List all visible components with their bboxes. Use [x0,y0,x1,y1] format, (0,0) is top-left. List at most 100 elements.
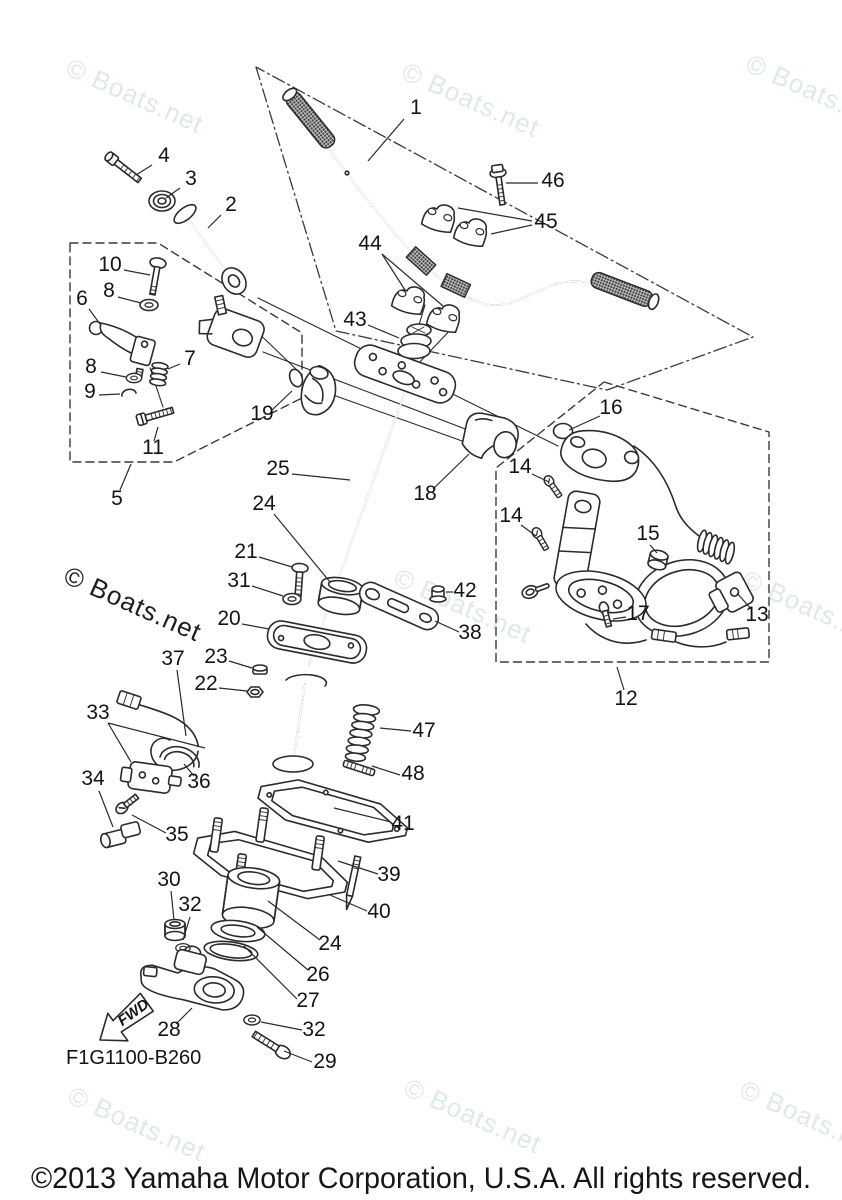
part-number-label: 24 [318,932,342,955]
tube-2-end [221,267,247,295]
part-number-label: 42 [453,579,476,602]
leader-line [379,727,412,732]
washer-32b [243,1014,261,1026]
steering-column [272,163,507,773]
diagram-art: FWD [69,66,770,1060]
part-number-label: 20 [217,607,240,630]
bolt-35 [115,793,140,815]
plate-20 [266,620,368,664]
leader-line [135,164,153,176]
part-number-label: 2 [225,193,237,216]
part-number-label: 38 [458,621,481,644]
leader-line [107,722,132,763]
leader-line [107,722,206,749]
switch-assembly [521,422,754,648]
leader-line [329,894,368,912]
washer-31 [282,592,302,606]
cap-16 [552,422,574,440]
handle-clamp-45a [419,198,460,236]
leader-line [568,415,601,431]
part-number-label: 3 [185,167,197,190]
leader-lines [88,118,752,1063]
leader-line [381,253,406,291]
leader-line [241,623,270,630]
column-hardware [246,562,447,777]
leader-line [371,765,401,776]
bolt-21 [291,562,309,597]
leader-line [182,916,191,941]
wire-a [585,623,647,644]
ring-24-upper [317,576,364,616]
part-number-label: 43 [343,308,366,331]
leader-line [170,890,175,921]
part-number-label: 45 [534,210,557,233]
nut-22 [246,686,264,698]
part-number-label: 36 [187,770,210,793]
leader-line [258,556,293,568]
part-number-label: 17 [626,602,649,625]
screw-14b [529,525,552,553]
diagram-code: F1G1100-B260 [66,1047,201,1069]
leader-line [367,324,400,339]
part-number-label: 22 [194,672,217,695]
clamp-28-upper [173,945,207,976]
part-number-label: 34 [81,767,105,790]
spring-7 [148,361,169,387]
part-number-label: 40 [367,900,390,923]
handlebar [282,87,660,311]
lanyard-cord [633,445,700,537]
part-number-label: 18 [413,482,436,505]
bar-hole [344,170,350,176]
fwd-arrow: FWD [99,992,155,1042]
leader-line [432,453,470,490]
stud [311,835,326,871]
detail-box-12 [495,381,770,663]
leader-line [119,463,132,491]
nut-42 [429,585,447,603]
bracket-18 [461,412,519,459]
part-number-label: 28 [157,1018,180,1041]
leader-line [207,214,222,229]
connector-a [650,628,678,643]
leader-line [520,524,537,537]
eyelet [521,583,550,600]
center-knurl-a [405,246,437,276]
leader-line [337,860,379,875]
switch-base [555,570,647,622]
part-number-label: 8 [85,355,97,378]
part-number-label: 32 [302,1018,325,1041]
bracket-38 [358,581,440,631]
switch-block-33 [119,761,182,794]
lanyard-coil [696,529,736,565]
leader-line [271,390,293,411]
part-labels: 1234567889101112131414151617181920212223… [76,96,769,1073]
part-number-label: 15 [636,522,659,545]
bolt-11 [135,406,175,427]
reference-plane [255,66,754,391]
leader-line [183,763,195,777]
leader-line [88,308,101,325]
washer-stack-43 [397,323,432,360]
part-number-label: 30 [157,868,180,891]
lower-stack [139,779,409,1060]
part-number-label: 46 [541,169,564,192]
nut-30 [164,918,186,942]
watermark-text: © Boats.net [62,52,209,139]
leader-line [98,790,114,828]
part-number-label: 9 [84,380,96,403]
part-number-label: 7 [184,347,196,370]
leader-line [531,473,550,483]
bolt-4 [104,151,143,184]
part-number-label: 48 [401,762,424,785]
bolt-46 [489,163,507,206]
stud [209,817,224,853]
part-number-label: 12 [614,687,637,710]
part-number-label: 25 [266,457,289,480]
leader-line [616,666,625,691]
watermark-text: © Boats.net [400,1072,547,1159]
ring-26 [210,919,266,943]
leader-line [381,253,444,307]
handle-holder [198,294,337,416]
